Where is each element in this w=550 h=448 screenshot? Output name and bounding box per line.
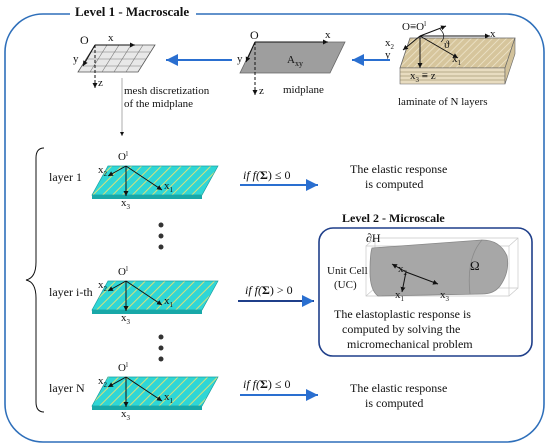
layers-brace bbox=[25, 147, 45, 413]
laminate-block: O≡Ol x x1 x2 y ϑ x3 ≡ z laminate of N la… bbox=[385, 20, 516, 108]
layer-1-origin: Ol bbox=[118, 150, 128, 163]
midplane-caption: midplane bbox=[283, 84, 324, 96]
outer-frame bbox=[4, 13, 545, 443]
midplane-area: Axy bbox=[287, 54, 303, 68]
midplane-plate: O x y z Axy midplane bbox=[237, 28, 346, 97]
layer-1-response-2: is computed bbox=[365, 177, 423, 191]
mesh-grid: O x y z bbox=[73, 32, 156, 89]
layer-n-condition: if f(Σ) ≤ 0 bbox=[243, 377, 290, 391]
layer-n-x1: x1 bbox=[164, 391, 174, 405]
layer-1-condition: if f(Σ) ≤ 0 bbox=[243, 168, 290, 182]
laminate-y: y bbox=[385, 49, 391, 61]
midplane-z: z bbox=[259, 85, 264, 97]
micro-response-3: micromechanical problem bbox=[347, 337, 473, 351]
layer-1: layer 1 Ol x2 x1 x3 if f(Σ) ≤ 0 The elas… bbox=[49, 150, 447, 211]
mesh-x: x bbox=[108, 32, 114, 44]
mesh-z: z bbox=[98, 77, 103, 89]
layer-i-condition: if f(Σ) > 0 bbox=[245, 283, 293, 297]
level1-title: Level 1 - Macroscale bbox=[75, 4, 189, 19]
level2-title: Level 2 - Microscale bbox=[342, 211, 445, 225]
layer-n-origin: Ol bbox=[118, 361, 128, 374]
uc-domain: Ω bbox=[470, 258, 480, 273]
layer-1-name: layer 1 bbox=[49, 170, 82, 184]
layer-i: layer i-th Ol x2 x1 x3 if f(Σ) > 0 bbox=[49, 265, 314, 326]
layer-i-name: layer i-th bbox=[49, 285, 93, 299]
layer-1-x1: x1 bbox=[164, 180, 174, 194]
layer-n-response-1: The elastic response bbox=[350, 381, 447, 395]
mesh-caption-2: of the midplane bbox=[124, 98, 193, 110]
laminate-x: x bbox=[490, 28, 496, 40]
layer-n-response-2: is computed bbox=[365, 396, 423, 410]
mesh-y: y bbox=[73, 53, 79, 65]
layer-n: layer N Ol x2 x1 x3 if f(Σ) ≤ 0 The elas… bbox=[49, 361, 447, 422]
layer-1-x3: x3 bbox=[121, 197, 131, 211]
layer-1-x2: x2 bbox=[98, 164, 108, 178]
midplane-origin: O bbox=[250, 28, 259, 42]
ellipsis-dots-2 bbox=[158, 334, 164, 362]
layer-i-x1: x1 bbox=[164, 295, 174, 309]
layer-1-response-1: The elastic response bbox=[350, 162, 447, 176]
laminate-x3z: x3 ≡ z bbox=[410, 70, 436, 84]
uc-x3: x3 bbox=[440, 289, 450, 303]
micro-response-1: The elastoplastic response is bbox=[334, 307, 471, 321]
uc-label-2: (UC) bbox=[334, 279, 357, 291]
ellipsis-dots-1 bbox=[158, 222, 164, 250]
laminate-x2: x2 bbox=[385, 37, 395, 51]
midplane-x: x bbox=[325, 29, 331, 41]
uc-x2: x2 bbox=[398, 263, 408, 277]
laminate-origin: O≡Ol bbox=[402, 20, 426, 33]
mesh-caption-1: mesh discretization bbox=[124, 85, 210, 97]
laminate-angle: ϑ bbox=[444, 39, 450, 51]
layer-n-x2: x2 bbox=[98, 375, 108, 389]
uc-label-1: Unit Cell bbox=[327, 265, 368, 277]
midplane-y: y bbox=[237, 53, 243, 65]
level2-box: Level 2 - Microscale ∂H Ω Unit Cell (UC)… bbox=[318, 211, 533, 357]
uc-boundary: ∂H bbox=[366, 231, 381, 245]
level1-title-bg bbox=[70, 4, 196, 20]
layer-n-name: layer N bbox=[49, 381, 85, 395]
layer-i-origin: Ol bbox=[118, 265, 128, 278]
uc-x1: x1 bbox=[395, 289, 405, 303]
layer-i-x2: x2 bbox=[98, 279, 108, 293]
layer-i-x3: x3 bbox=[121, 312, 131, 326]
micro-response-2: computed by solving the bbox=[342, 322, 460, 336]
laminate-x1: x1 bbox=[452, 53, 462, 67]
mesh-origin: O bbox=[80, 33, 89, 47]
layer-n-x3: x3 bbox=[121, 408, 131, 422]
laminate-caption: laminate of N layers bbox=[398, 96, 488, 108]
